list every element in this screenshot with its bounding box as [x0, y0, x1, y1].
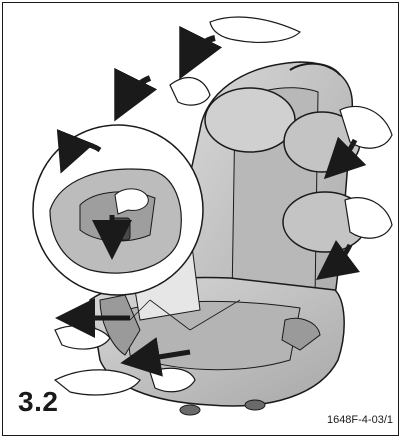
hand-top-right — [210, 17, 300, 42]
figure-code: 1648F-4-03/1 — [327, 414, 393, 426]
hand-bottom-left — [55, 370, 140, 395]
seat-base — [90, 277, 344, 415]
step-label: 3.2 — [18, 386, 58, 418]
hand-right-lower — [345, 198, 392, 239]
hand-top-left — [170, 78, 210, 105]
detail-inset — [33, 125, 203, 295]
